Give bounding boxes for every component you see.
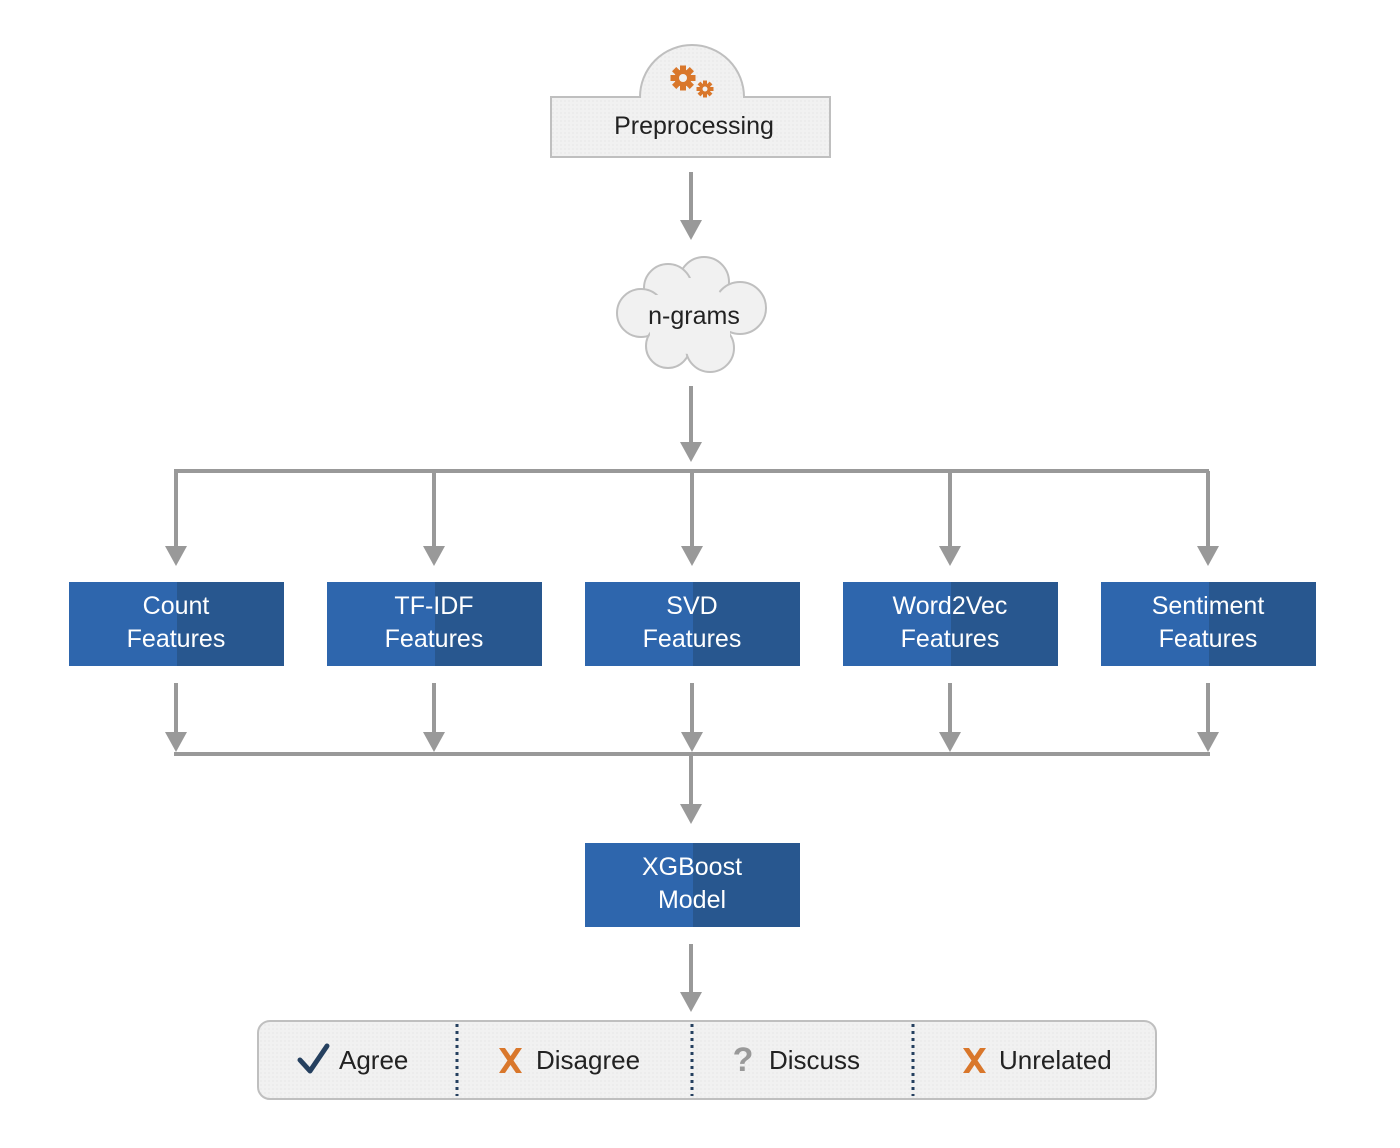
feature-box-count: Count Features bbox=[69, 582, 284, 666]
feature-line2: Features bbox=[1159, 625, 1258, 653]
output-label: Discuss bbox=[769, 1045, 860, 1075]
ngrams-node: n-grams bbox=[616, 256, 767, 373]
bus-drop-count bbox=[165, 471, 187, 566]
feature-box-tfidf: TF-IDF Features bbox=[327, 582, 542, 666]
output-label: Disagree bbox=[536, 1045, 640, 1075]
feature-box-word2vec: Word2Vec Features bbox=[843, 582, 1058, 666]
arrow-bus-to-model bbox=[680, 754, 702, 824]
gears-icon bbox=[670, 65, 714, 98]
collect-drop-word2vec bbox=[939, 683, 961, 752]
output-disagree: Disagree bbox=[499, 1045, 640, 1075]
feature-line2: Features bbox=[385, 625, 484, 653]
feature-line1: Word2Vec bbox=[893, 592, 1008, 620]
distribution-bus bbox=[165, 469, 1219, 566]
feature-line1: TF-IDF bbox=[394, 592, 473, 620]
arrow-model-to-outputs bbox=[680, 944, 702, 1012]
feature-box-sentiment: Sentiment Features bbox=[1101, 582, 1316, 666]
question-icon: ? bbox=[733, 1041, 754, 1079]
x-icon bbox=[963, 1048, 986, 1073]
collect-drop-count bbox=[165, 683, 187, 752]
model-line2: Model bbox=[658, 886, 726, 914]
arrow-ngrams-to-bus bbox=[680, 386, 702, 462]
collection-bus bbox=[165, 683, 1219, 756]
preprocessing-node: Preprocessing bbox=[550, 44, 831, 158]
model-line1: XGBoost bbox=[642, 853, 742, 881]
check-icon bbox=[297, 1043, 330, 1074]
output-panel: Agree Disagree ? Discuss Unrelated bbox=[257, 1020, 1157, 1100]
feature-line2: Features bbox=[127, 625, 226, 653]
feature-line2: Features bbox=[901, 625, 1000, 653]
cloud-shape bbox=[616, 256, 767, 373]
collect-drop-sentiment bbox=[1197, 683, 1219, 752]
x-icon bbox=[499, 1048, 522, 1073]
arrow-preprocessing-to-ngrams bbox=[680, 172, 702, 240]
feature-line1: Count bbox=[143, 592, 210, 620]
bus-drop-svd bbox=[681, 471, 703, 566]
output-discuss: ? Discuss bbox=[733, 1041, 860, 1079]
bus-drop-sentiment bbox=[1197, 471, 1219, 566]
model-box: XGBoost Model bbox=[585, 843, 800, 927]
collect-drop-tfidf bbox=[423, 683, 445, 752]
output-label: Unrelated bbox=[999, 1045, 1112, 1075]
ngrams-label: n-grams bbox=[648, 302, 740, 330]
feature-line1: SVD bbox=[666, 592, 717, 620]
bus-drop-tfidf bbox=[423, 471, 445, 566]
output-label: Agree bbox=[339, 1045, 408, 1075]
preprocessing-label: Preprocessing bbox=[614, 112, 774, 140]
feature-line1: Sentiment bbox=[1152, 592, 1265, 620]
feature-box-svd: SVD Features bbox=[585, 582, 800, 666]
collect-drop-svd bbox=[681, 683, 703, 752]
feature-line2: Features bbox=[643, 625, 742, 653]
output-unrelated: Unrelated bbox=[963, 1045, 1112, 1075]
bus-drop-word2vec bbox=[939, 471, 961, 566]
preprocessing-shape bbox=[550, 44, 831, 158]
output-agree: Agree bbox=[297, 1043, 408, 1075]
